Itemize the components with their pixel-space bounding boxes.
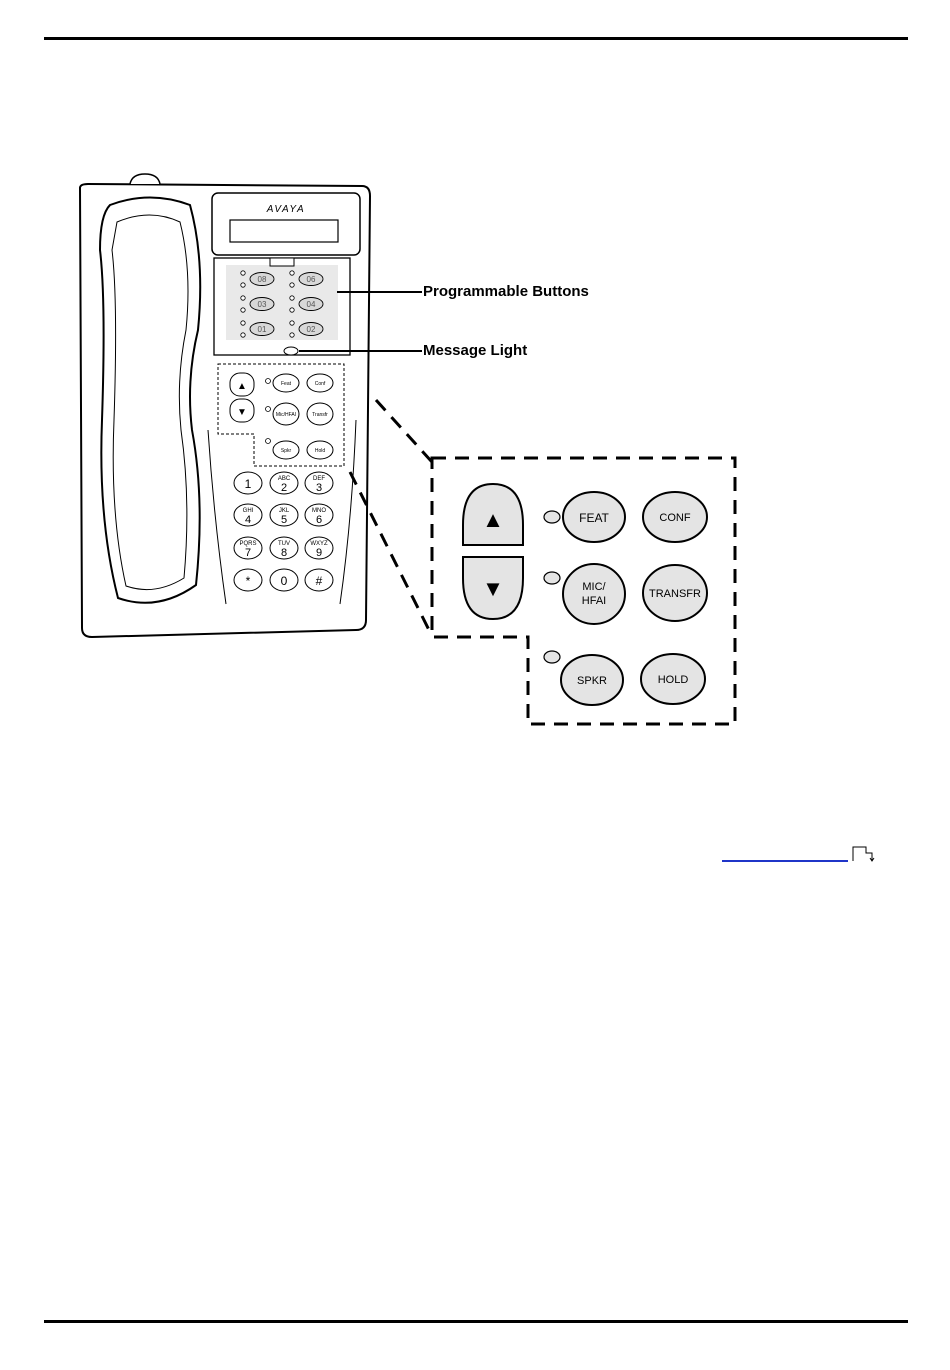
- programmable-buttons-label: Programmable Buttons: [423, 283, 589, 300]
- dialpad-digit: 5: [281, 514, 287, 526]
- mic-led: [544, 572, 560, 584]
- message-light: [284, 347, 298, 355]
- dialpad-digit: 0: [281, 574, 288, 588]
- display-screen: [230, 220, 338, 242]
- small-function-label: Spkr: [281, 448, 292, 454]
- programmable-led: [241, 321, 245, 325]
- dialpad-digit: 6: [316, 514, 322, 526]
- small-function-label: Hold: [315, 448, 326, 454]
- zoom-connector-top: [376, 400, 432, 462]
- programmable-led: [241, 308, 245, 312]
- hold-label: HOLD: [658, 674, 689, 686]
- function-led: [266, 439, 271, 444]
- programmable-led: [241, 333, 245, 337]
- dialpad-digit: 9: [316, 547, 322, 559]
- transfr-label: TRANSFR: [649, 588, 701, 600]
- mic-hfai-button: [563, 564, 625, 624]
- programmable-led: [290, 333, 294, 337]
- small-function-label: Feat: [281, 381, 292, 387]
- programmable-led: [241, 271, 245, 275]
- programmable-key-label: 06: [307, 275, 316, 284]
- mic-label-line2: HFAI: [582, 595, 606, 607]
- programmable-led: [241, 283, 245, 287]
- programmable-led: [290, 308, 294, 312]
- programmable-led: [290, 321, 294, 325]
- dialpad-digit: 2: [281, 482, 287, 494]
- programmable-led: [290, 283, 294, 287]
- spkr-label: SPKR: [577, 675, 607, 687]
- feat-label: FEAT: [579, 511, 609, 525]
- programmable-key-label: 03: [258, 300, 267, 309]
- small-down-arrow: ▼: [237, 407, 247, 418]
- small-up-arrow: ▲: [237, 381, 247, 392]
- page-reference-icon[interactable]: [852, 846, 876, 862]
- programmable-key-label: 08: [258, 275, 267, 284]
- conf-label: CONF: [659, 512, 690, 524]
- programmable-led: [241, 296, 245, 300]
- programmable-led: [290, 296, 294, 300]
- small-function-label: Mic/HFAI: [276, 412, 296, 418]
- feat-led: [544, 511, 560, 523]
- dialpad-digit: 4: [245, 514, 251, 526]
- spkr-led: [544, 651, 560, 663]
- panel-tab: [270, 258, 294, 266]
- programmable-key-label: 01: [258, 325, 267, 334]
- dialpad-digit: 8: [281, 547, 287, 559]
- mic-label-line1: MIC/: [582, 581, 606, 593]
- brand-logo: AVAYA: [266, 204, 305, 215]
- dialpad-digit: 1: [245, 477, 252, 491]
- dialpad-digit: 3: [316, 482, 322, 494]
- zoom-up-arrow: ▲: [482, 507, 504, 532]
- dialpad-digit: *: [246, 574, 251, 588]
- function-led: [266, 407, 271, 412]
- function-led: [266, 379, 271, 384]
- small-function-label: Transfr: [312, 412, 328, 418]
- hyperlink-underline[interactable]: [722, 860, 848, 862]
- programmable-key-label: 02: [307, 325, 316, 334]
- dialpad-digit: #: [316, 574, 323, 588]
- phone-top-bump: [130, 174, 160, 184]
- zoom-down-arrow: ▼: [482, 576, 504, 601]
- programmable-key-label: 04: [307, 300, 316, 309]
- dialpad-digit: 7: [245, 547, 251, 559]
- message-light-label: Message Light: [423, 342, 527, 359]
- programmable-led: [290, 271, 294, 275]
- small-function-label: Conf: [315, 381, 326, 387]
